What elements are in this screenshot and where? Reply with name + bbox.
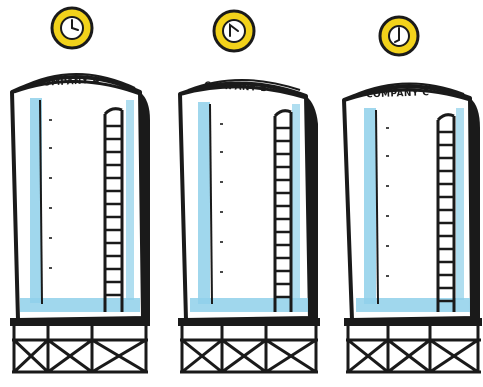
- clock-icon: [380, 17, 418, 55]
- clock-icon: [52, 8, 92, 48]
- tank-company-b: COMPANY B: [178, 80, 320, 372]
- tank-company-a: COMPANY A: [10, 74, 150, 372]
- tank-company-c: COMPANY C: [344, 83, 482, 372]
- clock-icon: [214, 11, 254, 51]
